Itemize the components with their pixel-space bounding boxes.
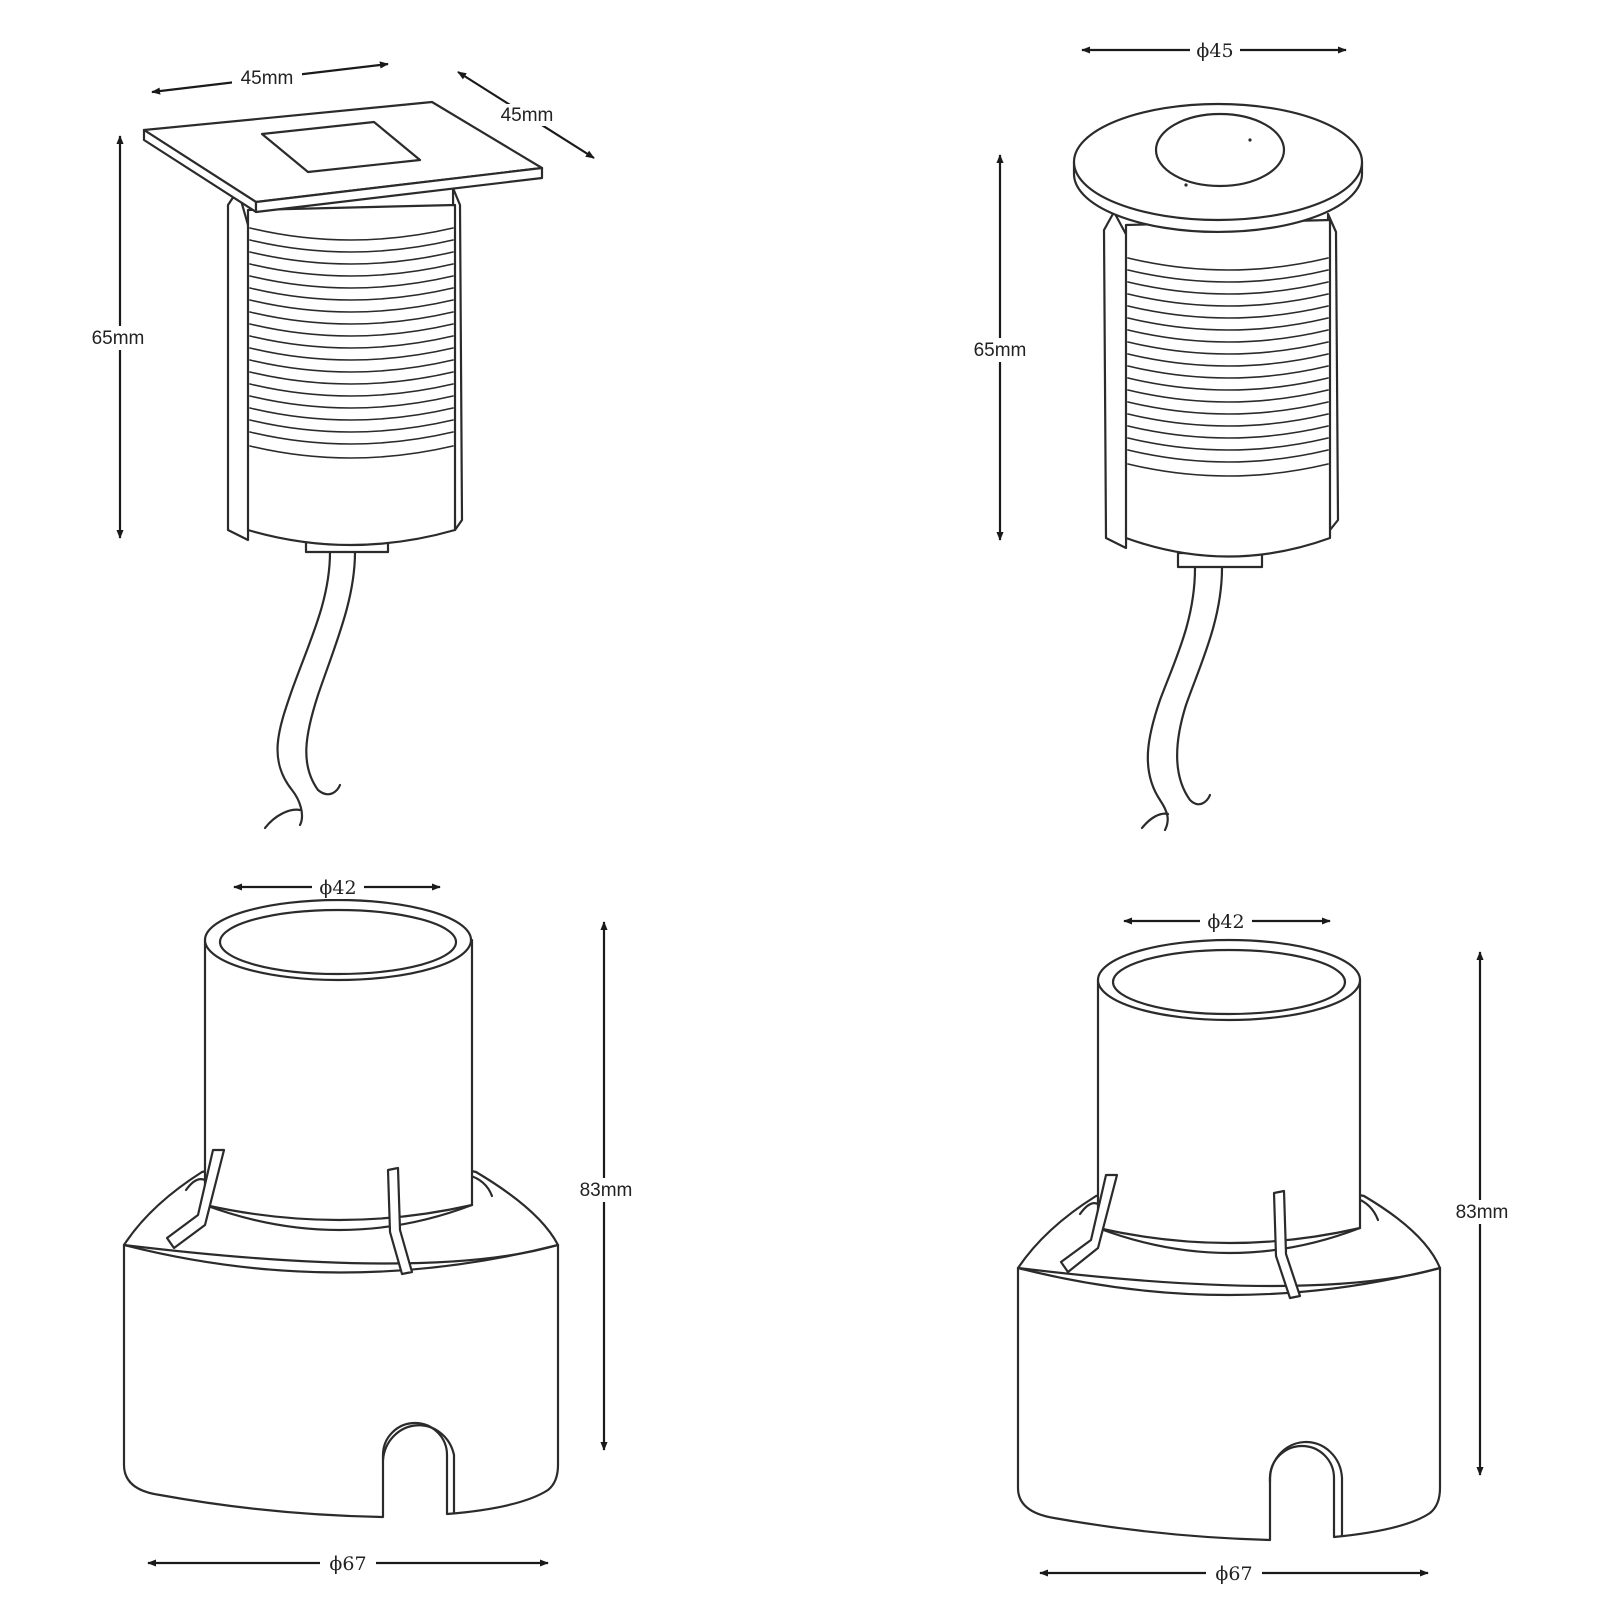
round-flange bbox=[1072, 102, 1364, 222]
side-clip-round bbox=[1102, 210, 1130, 550]
cable-outer bbox=[276, 550, 332, 827]
label-base-diameter-left: ϕ67 bbox=[329, 1553, 366, 1575]
label-diameter-round: ϕ45 bbox=[1196, 40, 1233, 62]
thread-ribs bbox=[249, 227, 454, 459]
sleeve-neck-left bbox=[203, 938, 474, 1222]
label-width-b: 45mm bbox=[501, 105, 554, 126]
sleeve-rim-right bbox=[1096, 938, 1362, 1022]
label-base-diameter-right: ϕ67 bbox=[1215, 1563, 1252, 1585]
round-lens bbox=[1154, 112, 1286, 188]
label-top-diameter-right: ϕ42 bbox=[1207, 911, 1244, 933]
sleeve-neck-right bbox=[1096, 978, 1362, 1245]
square-lens bbox=[260, 120, 422, 174]
label-height-right: 83mm bbox=[1456, 1202, 1509, 1223]
cable-outer-round bbox=[1146, 566, 1197, 832]
sleeve-right-drawing: ϕ42 83mm ϕ67 bbox=[1016, 909, 1518, 1585]
label-height-round: 65mm bbox=[974, 340, 1027, 361]
sleeve-rim-left bbox=[203, 898, 473, 982]
round-fixture-drawing: ϕ45 65mm bbox=[964, 38, 1364, 832]
side-clip bbox=[226, 188, 252, 542]
clip-left-a bbox=[165, 1148, 226, 1250]
thread-ribs-round bbox=[1127, 257, 1329, 477]
sleeve-base-left bbox=[122, 1243, 560, 1519]
square-body bbox=[246, 203, 457, 547]
sleeve-left-drawing: ϕ42 83mm ϕ67 bbox=[122, 875, 642, 1575]
cable-inner-round bbox=[1176, 566, 1224, 806]
label-height-square: 65mm bbox=[92, 328, 145, 349]
cable-inner bbox=[305, 550, 357, 796]
label-width-a: 45mm bbox=[241, 68, 294, 89]
sleeve-base-right bbox=[1016, 1266, 1442, 1542]
clip-left-b bbox=[386, 1166, 414, 1276]
label-height-left: 83mm bbox=[580, 1180, 633, 1201]
square-fixture-drawing: 45mm 45mm 65mm bbox=[84, 61, 595, 830]
clip-right-a bbox=[1059, 1173, 1119, 1274]
label-top-diameter-left: ϕ42 bbox=[319, 877, 356, 899]
clip-right-b bbox=[1272, 1189, 1302, 1300]
square-top-plate bbox=[142, 100, 544, 204]
